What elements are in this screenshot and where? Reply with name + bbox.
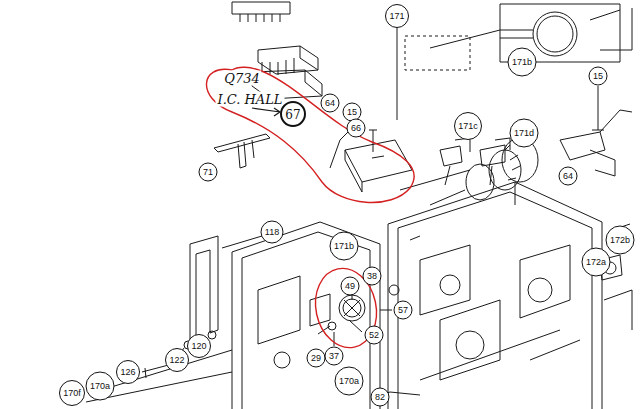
callout-number: 171 [385,4,409,28]
callout-number: 170a [335,367,364,396]
callout-number: 171b [508,48,537,77]
callout-number: 126 [116,360,140,384]
callout-number: 71 [199,163,218,182]
callout-number: 57 [394,301,413,320]
callout-number: 64 [321,94,340,113]
callout-number: 66 [347,119,366,138]
callout-number: 67 [280,101,306,127]
callout-number: 170a [86,372,115,401]
callout-number: 118 [261,221,284,244]
handwritten-note: I.C. HALL [215,92,284,107]
callout-number: 120 [187,334,211,358]
callout-number: 29 [307,349,326,368]
callout-number: 38 [363,267,382,286]
callout-number: 15 [589,67,608,86]
callout-number: 171c [454,112,482,140]
callout-number: 170f [59,380,85,406]
callout-number: 122 [165,348,189,372]
callout-number: 52 [365,326,384,345]
callout-number: 82 [371,387,390,406]
callout-number: 37 [325,347,344,366]
callout-number: 171b [330,232,359,261]
callout-number: 49 [341,277,360,296]
callout-number: 171d [510,119,539,148]
handwritten-note: Q734 [222,71,261,86]
callout-number: 172b [606,226,635,255]
callout-number: 172a [582,248,611,277]
callout-number: 64 [559,167,578,186]
